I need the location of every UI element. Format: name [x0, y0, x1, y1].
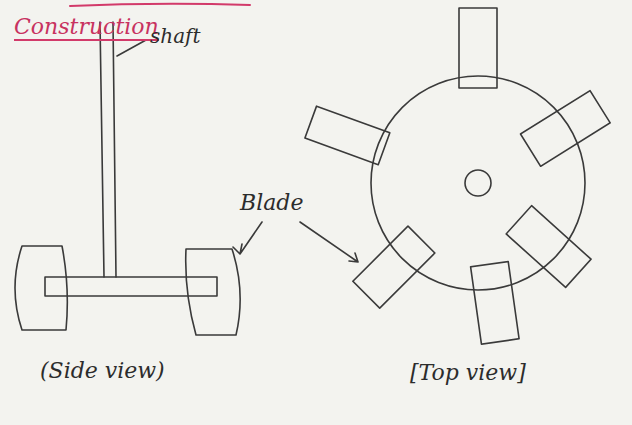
- blade: [471, 262, 519, 345]
- blade: [305, 106, 390, 165]
- blade: [521, 91, 611, 167]
- part-label: shaft: [150, 24, 201, 48]
- leader-arrow: [233, 222, 262, 254]
- hub: [465, 170, 491, 196]
- shaft: [100, 22, 116, 277]
- heading-underline: [70, 4, 250, 6]
- blade: [353, 226, 435, 308]
- blade: [506, 206, 591, 288]
- section-heading: Construction: [14, 14, 159, 41]
- leader-arrow: [300, 222, 358, 262]
- disc: [371, 76, 585, 290]
- blade: [459, 8, 497, 88]
- blade: [186, 249, 240, 335]
- blade: [15, 246, 67, 330]
- disc: [45, 277, 217, 296]
- leader-line: [117, 40, 146, 56]
- part-label: Blade: [240, 190, 303, 215]
- blades: [305, 8, 610, 344]
- view-caption: (Side view): [40, 358, 165, 383]
- view-caption: [Top view]: [410, 360, 526, 385]
